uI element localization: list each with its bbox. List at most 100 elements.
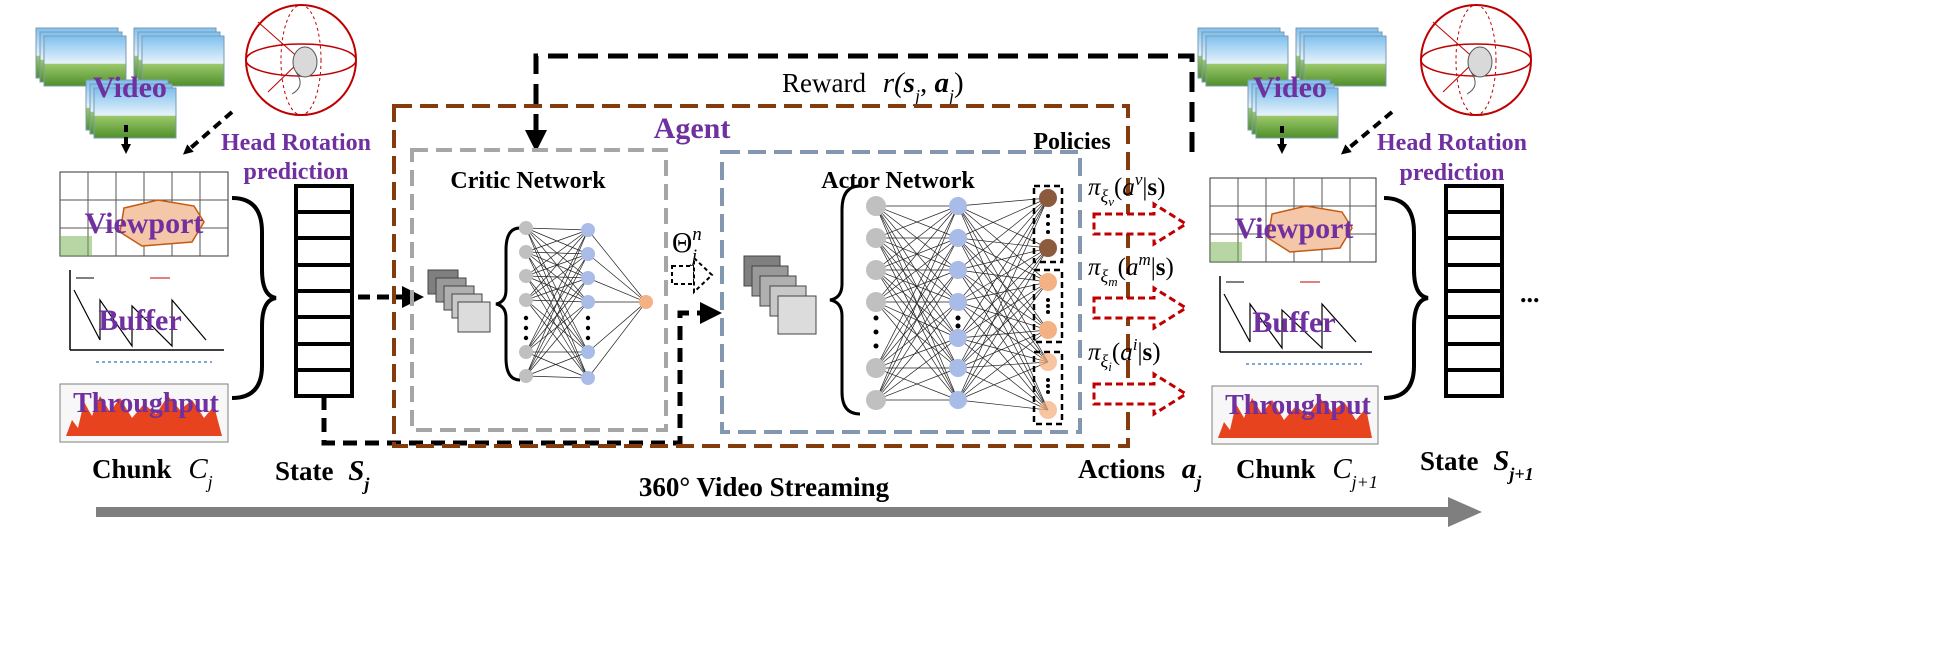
critic-hidden-node [581,371,595,385]
actor-hidden-node [949,391,967,409]
ellipsis-dot [1046,298,1050,302]
critic-brace [495,226,521,382]
policy-pi-v: πξv(av|s) [1088,170,1165,209]
actor-hidden-node [949,229,967,247]
ellipsis-dot [585,325,591,331]
video-frames-left: Video [35,27,225,139]
critic-input-stack [427,269,491,333]
state-label-left: State Sj [275,455,370,494]
video-frame-thumbnail [1247,79,1339,139]
actor-network-label: Actor Network [821,168,975,194]
actor-hidden-node [949,293,967,311]
ellipsis-dot [873,315,879,321]
policy-head-box [1032,350,1064,426]
actions-label: Actions aj [1078,453,1202,492]
ellipsis-dot [1046,230,1050,234]
critic-hidden-node [581,271,595,285]
chunk-symbol-right: Cj+1 [1332,453,1378,492]
actor-brace [829,184,861,416]
ellipsis-dot [523,315,529,321]
head-to-viewport-arrow [182,110,234,155]
policy-output-node [1039,189,1057,207]
reward-feedback-path [525,53,1195,152]
buffer-chart-right: Buffer [1219,276,1372,365]
reward-formula: r(sj, aj) [883,67,964,106]
critic-network-label: Critic Network [450,168,606,194]
ellipsis-dot [1046,222,1050,226]
agent-box [392,104,1130,448]
state-brace-right [1383,196,1429,400]
chunk-label-right: Chunk Cj+1 [1236,453,1378,492]
theta-arrow-head [693,255,714,295]
ellipsis-dot [1046,214,1050,218]
throughput-chart-right: Throughput [1211,385,1379,445]
prediction-label-right: prediction [1400,160,1505,186]
ellipsis-dot [585,335,591,341]
actor-network-graph [866,184,1064,426]
critic-input-node [519,293,533,307]
ellipsis-dot [523,325,529,331]
head-rotation-label-right: Head Rotation [1377,130,1527,156]
critic-hidden-node [581,345,595,359]
agent-label: Agent [654,112,731,145]
state-word-right: State [1420,446,1478,476]
video-label-right: Video [1253,71,1327,104]
ellipsis-dot [585,315,591,321]
critic-output-node [639,295,653,309]
viewport-grid-right: Viewport [1209,177,1377,263]
streaming-label: 360° Video Streaming [639,472,890,502]
ellipsis-dot [1046,378,1050,382]
head-sphere-icon [1420,4,1532,116]
throughput-chart-left: Throughput [59,383,229,443]
prediction-label-left: prediction [244,159,349,185]
viewport-grid-left: Viewport [59,171,229,257]
theta-arrow [671,265,695,285]
chunk-word-left: Chunk [92,454,172,484]
ellipsis-dot [1046,390,1050,394]
policy-pi-i: πξi(ai|s) [1088,335,1161,374]
policy-pi-m: πξm(am|s) [1088,250,1174,289]
reward-word: Reward [782,68,866,98]
policy-arrows [1092,201,1189,417]
actor-input-node [866,292,886,312]
video-frame-thumbnail [1197,27,1289,87]
policy-output-node [1039,239,1057,257]
critic-network-box [410,148,668,432]
critic-input-node [519,369,533,383]
actions-word: Actions [1078,454,1165,484]
policy-arrow-v [1092,201,1189,247]
state-symbol-left: Sj [348,455,370,494]
actor-input-node [866,196,886,216]
viewport-label-left: Viewport [85,207,204,240]
actor-input-stack [743,255,817,335]
policy-arrow-m [1092,285,1189,331]
state-label-right: State Sj+1 [1420,445,1534,484]
throughput-label-left: Throughput [73,388,219,419]
ellipsis-dot [1046,384,1050,388]
ellipsis-dot [523,335,529,341]
ellipsis-label: ... [1520,279,1540,308]
video-frame-thumbnail [133,27,225,87]
head-sphere-icon [245,4,357,116]
chunk-label-left: Chunk Cj [92,453,213,492]
policy-arrow-i [1092,371,1189,417]
chunk-symbol-left: Cj [188,453,212,492]
state-word-left: State [275,456,333,486]
state-symbol-right: Sj+1 [1493,445,1533,484]
throughput-label-right: Throughput [1225,390,1371,421]
video-label-left: Video [93,71,167,104]
policy-output-node [1039,273,1057,291]
actor-input-node [866,390,886,410]
video-frame-thumbnail [85,79,177,139]
head-rotation-label-left: Head Rotation [221,130,371,156]
ellipsis-dot [955,323,961,329]
critic-network-graph [519,221,653,385]
actions-symbol: aj [1182,453,1203,492]
state-to-actor-path [321,302,722,446]
critic-input-node [519,245,533,259]
buffer-label-right: Buffer [1252,306,1335,339]
ellipsis-dot [1046,310,1050,314]
policy-output-node [1039,353,1057,371]
ellipsis-dot [1046,304,1050,308]
chunk-word-right: Chunk [1236,454,1316,484]
